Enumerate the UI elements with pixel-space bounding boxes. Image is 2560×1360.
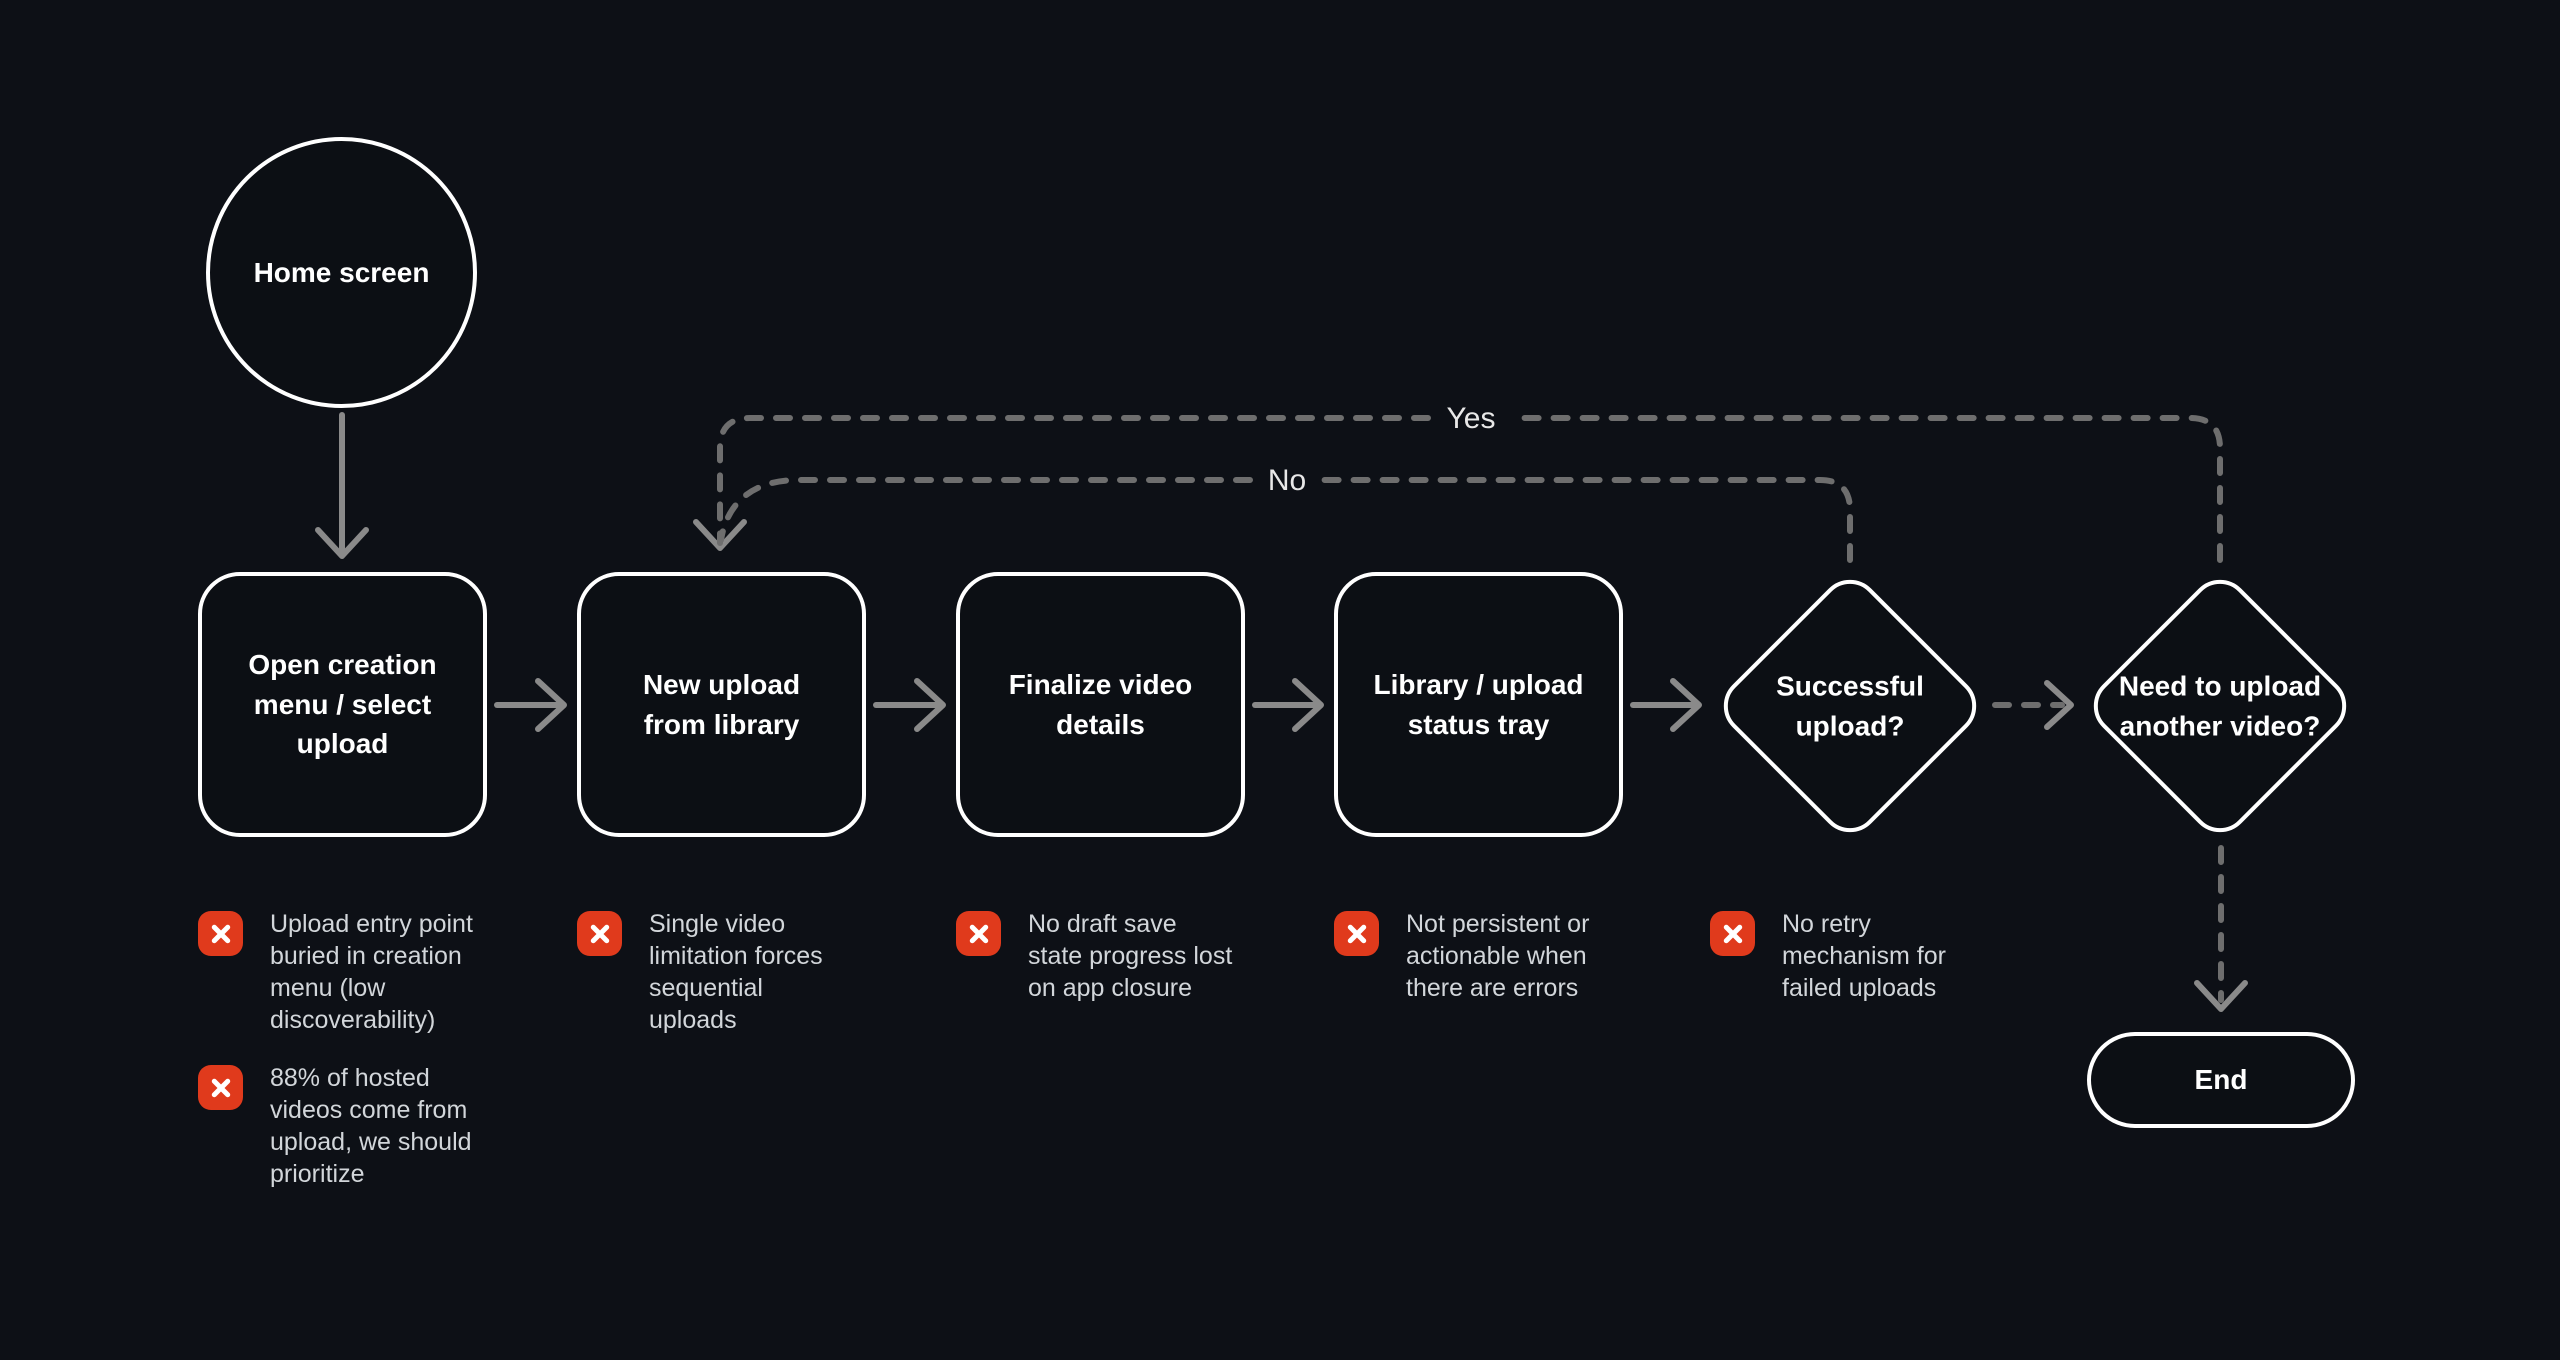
- annotation-item[interactable]: 88% of hosted videos come from upload, w…: [198, 1062, 498, 1190]
- error-x-icon: [198, 911, 243, 956]
- arrowhead-down-icon: [2194, 980, 2248, 1012]
- arrowhead-right-icon: [2044, 680, 2074, 730]
- annotation-item[interactable]: Single video limitation forces sequentia…: [577, 908, 877, 1036]
- connector-no-left[interactable]: [718, 477, 1253, 543]
- node-label: Successful upload?: [1776, 670, 1924, 741]
- annotation-text: Single video limitation forces sequentia…: [649, 910, 823, 1034]
- annotation-text: No draft save state progress lost on app…: [1028, 910, 1233, 1002]
- node-new-upload-from-library[interactable]: New upload from library: [577, 572, 866, 837]
- annotation-text: Not persistent or actionable when there …: [1406, 910, 1590, 1002]
- node-home-screen[interactable]: Home screen: [206, 137, 477, 408]
- node-label: New upload from library: [642, 668, 801, 740]
- node-library-upload-status-tray[interactable]: Library / upload status tray: [1334, 572, 1623, 837]
- error-x-icon: [1710, 911, 1755, 956]
- node-label: Library / upload status tray: [1373, 668, 1584, 740]
- annotation-text: No retry mechanism for failed uploads: [1782, 910, 1946, 1002]
- solid-connectors[interactable]: [315, 412, 2248, 1012]
- edge-label-no: No: [1267, 464, 1307, 497]
- edge-label-yes: Yes: [1446, 402, 1496, 435]
- annotation-column-finalize: No draft save state progress lost on app…: [956, 908, 1256, 1004]
- annotation-text: Upload entry point buried in creation me…: [270, 910, 473, 1034]
- dashed-connectors[interactable]: [717, 415, 2224, 1003]
- node-need-upload-another-decision[interactable]: Need to upload another video?: [2081, 567, 2359, 845]
- annotation-column-successful: No retry mechanism for failed uploads: [1710, 908, 2010, 1004]
- error-x-icon: [956, 911, 1001, 956]
- node-finalize-video-details[interactable]: Finalize video details: [956, 572, 1245, 837]
- annotation-item[interactable]: No draft save state progress lost on app…: [956, 908, 1256, 1004]
- node-open-creation-menu[interactable]: Open creation menu / select upload: [198, 572, 487, 837]
- error-x-icon: [1334, 911, 1379, 956]
- arrowhead-right-icon: [1292, 678, 1324, 732]
- node-label: Open creation menu / select upload: [248, 648, 437, 760]
- annotation-text: 88% of hosted videos come from upload, w…: [270, 1064, 472, 1188]
- arrowhead-right-icon: [535, 678, 567, 732]
- error-x-icon: [198, 1065, 243, 1110]
- arrowhead-right-icon: [1670, 678, 1702, 732]
- connector-no-right[interactable]: [1321, 477, 1853, 563]
- node-successful-upload-decision[interactable]: Successful upload?: [1711, 567, 1989, 845]
- node-label: Need to upload another video?: [2118, 670, 2322, 741]
- annotation-column-library-tray: Not persistent or actionable when there …: [1334, 908, 1634, 1004]
- connector-yes-left[interactable]: [717, 415, 1431, 546]
- node-label: Finalize video details: [1008, 668, 1193, 740]
- annotation-item[interactable]: Not persistent or actionable when there …: [1334, 908, 1634, 1004]
- node-label: End: [2194, 1064, 2248, 1096]
- arrowhead-down-icon: [315, 527, 369, 559]
- arrowhead-down-icon: [693, 519, 747, 551]
- annotation-item[interactable]: No retry mechanism for failed uploads: [1710, 908, 2010, 1004]
- annotation-item[interactable]: Upload entry point buried in creation me…: [198, 908, 498, 1036]
- error-x-icon: [577, 911, 622, 956]
- node-end[interactable]: End: [2087, 1032, 2355, 1128]
- node-label: Home screen: [253, 256, 430, 288]
- annotation-column-new-upload: Single video limitation forces sequentia…: [577, 908, 877, 1036]
- connector-yes-right[interactable]: [1511, 415, 2223, 563]
- annotation-column-open-creation: Upload entry point buried in creation me…: [198, 908, 498, 1190]
- arrowhead-right-icon: [914, 678, 946, 732]
